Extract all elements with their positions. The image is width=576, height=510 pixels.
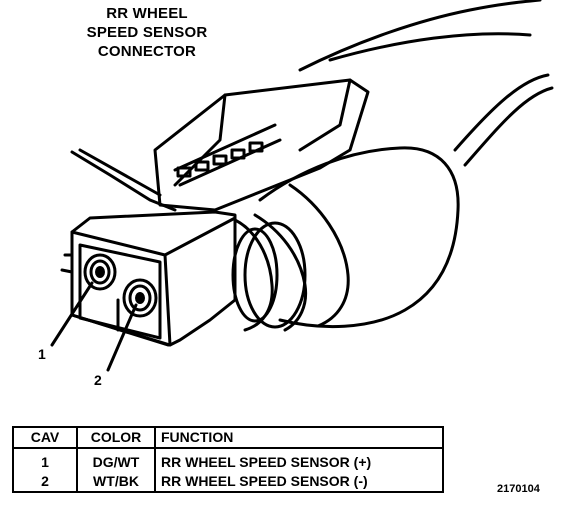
title-line-2: SPEED SENSOR bbox=[86, 24, 208, 41]
terminal-1 bbox=[95, 266, 105, 278]
leader-line-pin-1 bbox=[50, 281, 94, 347]
connector-illustration bbox=[50, 0, 554, 372]
leader-line-pin-2 bbox=[106, 303, 138, 372]
callout-pin-2: 2 bbox=[94, 372, 102, 388]
figure-id: 2170104 bbox=[497, 483, 540, 495]
connector-housing bbox=[60, 210, 237, 347]
cell-color: WT/BK bbox=[77, 472, 156, 493]
title-line-1: RR WHEEL bbox=[106, 5, 188, 22]
cell-function: RR WHEEL SPEED SENSOR (-) bbox=[155, 472, 444, 493]
terminal-2 bbox=[135, 292, 145, 304]
cell-cav: 2 bbox=[12, 472, 78, 493]
header-function: FUNCTION bbox=[155, 426, 444, 449]
connector-body bbox=[231, 146, 460, 332]
diagram-title: RR WHEEL SPEED SENSOR CONNECTOR bbox=[52, 4, 242, 61]
locking-latch bbox=[70, 78, 370, 212]
table-header-row: CAV COLOR FUNCTION bbox=[12, 426, 444, 449]
cell-function: RR WHEEL SPEED SENSOR (+) bbox=[155, 448, 444, 472]
header-cav: CAV bbox=[12, 426, 78, 449]
callout-pin-1: 1 bbox=[38, 346, 46, 362]
cavity-face bbox=[78, 243, 162, 340]
wire-harness bbox=[298, 0, 554, 167]
header-color: COLOR bbox=[77, 426, 156, 449]
table-row: 1 DG/WT RR WHEEL SPEED SENSOR (+) bbox=[12, 448, 444, 472]
cell-cav: 1 bbox=[12, 448, 78, 472]
table-row: 2 WT/BK RR WHEEL SPEED SENSOR (-) bbox=[12, 472, 444, 493]
cell-color: DG/WT bbox=[77, 448, 156, 472]
title-line-3: CONNECTOR bbox=[97, 43, 197, 60]
pinout-table: CAV COLOR FUNCTION 1 DG/WT RR WHEEL SPEE… bbox=[12, 426, 444, 493]
